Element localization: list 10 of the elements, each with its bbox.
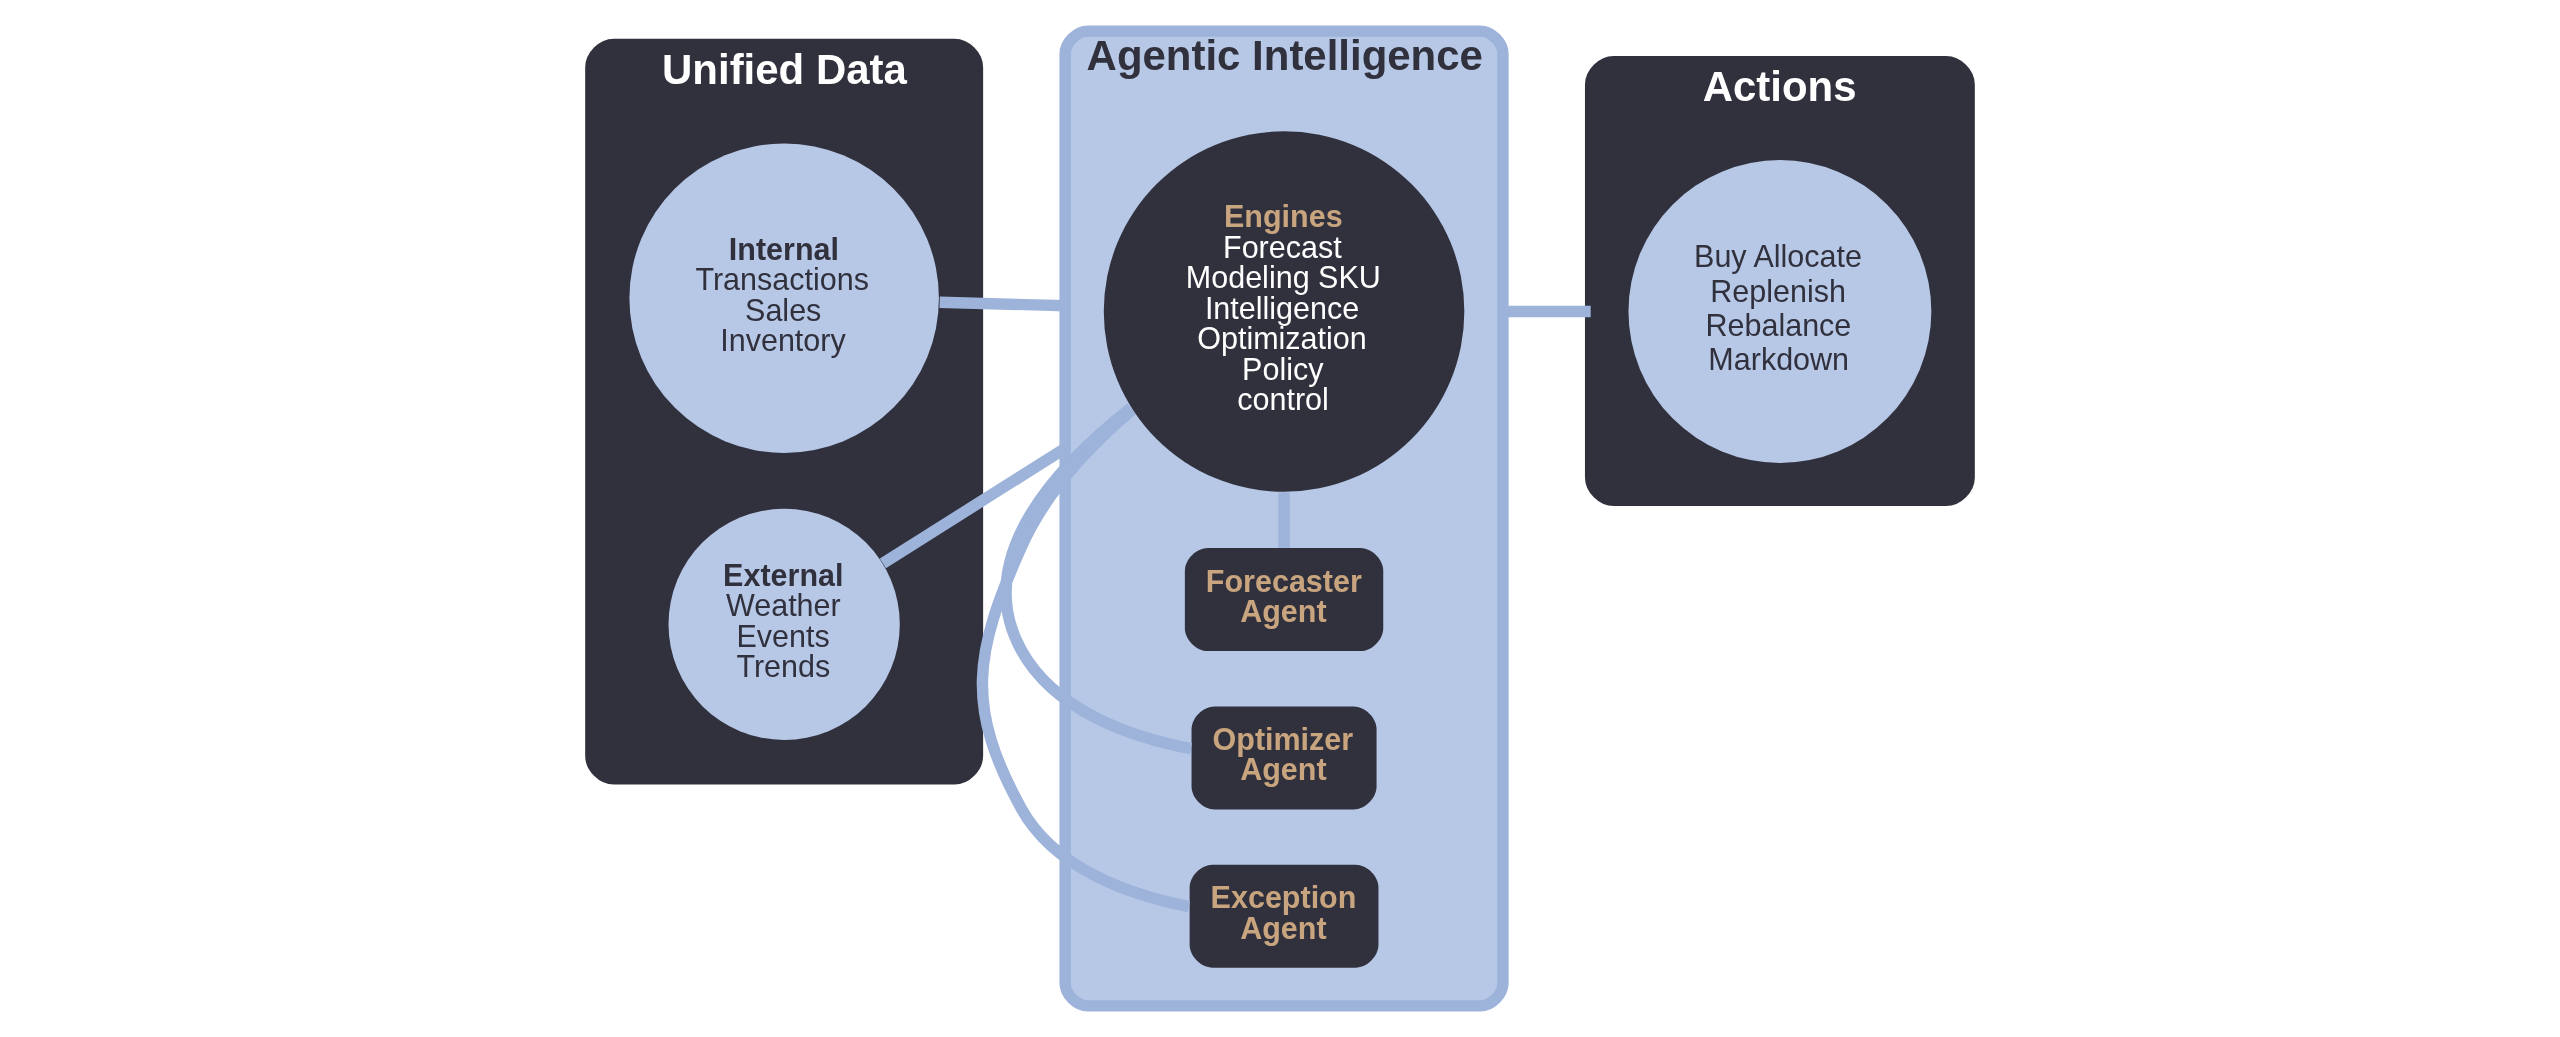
node-circle: Engines Forecast Modeling SKU Intelligence Optimization Policy control bbox=[1103, 131, 1465, 492]
node-box: Forecaster Agent bbox=[1184, 548, 1384, 652]
node-circle: External Weather Events Trends bbox=[668, 508, 900, 740]
connector bbox=[1000, 403, 1193, 755]
node-circle: Buy Allocate Replenish Rebalance Markdown bbox=[1628, 160, 1932, 463]
connector bbox=[1278, 492, 1290, 548]
node-box: Optimizer Agent bbox=[1191, 706, 1377, 810]
node-box: Exception Agent bbox=[1189, 864, 1379, 968]
connector bbox=[976, 405, 1191, 913]
node-circle: Internal Transactions Sales Inventory bbox=[629, 143, 939, 453]
